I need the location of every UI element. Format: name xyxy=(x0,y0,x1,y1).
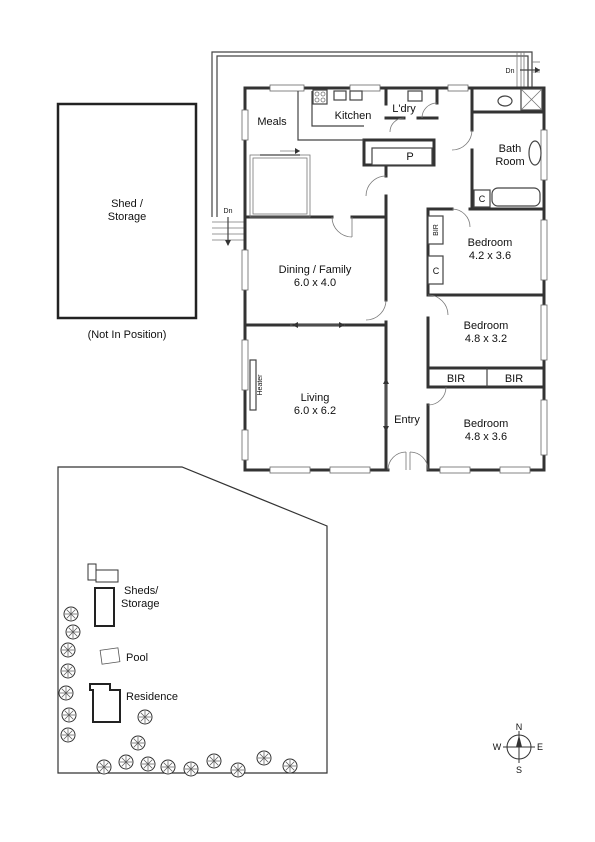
deck-outline: Dn Dn xyxy=(211,51,540,246)
room-labels: Meals Kitchen L'dry P Bath Room C Dining… xyxy=(257,103,524,443)
tree-icon xyxy=(60,642,76,658)
dining-size: 6.0 x 4.0 xyxy=(294,277,336,289)
tree-icon xyxy=(58,685,74,701)
compass-w: W xyxy=(493,742,502,752)
kitchen-label: Kitchen xyxy=(335,110,372,122)
site-residence-label: Residence xyxy=(126,691,178,703)
heater: Heater xyxy=(249,359,264,411)
laundry-label: L'dry xyxy=(392,103,416,115)
shed-label-line2: Storage xyxy=(108,211,147,223)
laundry-trough-icon xyxy=(407,90,423,102)
meals-enclosure xyxy=(249,148,311,218)
site-trees xyxy=(58,606,298,778)
bed1-label: Bedroom xyxy=(468,237,513,249)
tree-icon xyxy=(256,750,272,766)
shed-label-line1: Shed / xyxy=(111,198,144,210)
living-size: 6.0 x 6.2 xyxy=(294,405,336,417)
pantry-box xyxy=(371,147,433,166)
tree-icon xyxy=(206,753,222,769)
bed1-size: 4.2 x 3.6 xyxy=(469,250,511,262)
site-pool: Pool xyxy=(99,647,148,665)
bir-right-label: BIR xyxy=(505,373,523,385)
built-in-robes xyxy=(427,215,444,285)
compass-s: S xyxy=(516,765,522,775)
bath-cupboard xyxy=(473,189,491,208)
tree-icon xyxy=(140,756,156,772)
bed3-size: 4.8 x 3.6 xyxy=(465,431,507,443)
tree-icon xyxy=(60,727,76,743)
tree-icon xyxy=(137,709,153,725)
tree-icon xyxy=(60,663,76,679)
bathroom-fixtures xyxy=(473,88,543,208)
basin-icon xyxy=(528,140,542,166)
sink-icon xyxy=(333,90,347,101)
site-plan: Sheds/ Storage Pool Residence xyxy=(57,466,328,778)
bed2-size: 4.8 x 3.2 xyxy=(465,333,507,345)
site-sheds-label-1: Sheds/ xyxy=(124,585,159,597)
dining-label: Dining / Family xyxy=(279,264,352,276)
pantry-label: P xyxy=(406,151,413,163)
tree-icon xyxy=(96,759,112,775)
stairs-dn-left: Dn xyxy=(224,208,233,215)
site-boundary xyxy=(57,466,328,774)
entry-label: Entry xyxy=(394,414,420,426)
bath-label-line2: Room xyxy=(495,156,524,168)
windows xyxy=(241,84,548,474)
heater-label: Heater xyxy=(257,374,264,396)
laundry-fixtures xyxy=(371,90,433,166)
tree-icon xyxy=(118,754,134,770)
stove-icon xyxy=(312,89,328,105)
site-sheds: Sheds/ Storage xyxy=(87,563,160,627)
tree-icon xyxy=(65,624,81,640)
compass-icon: N S E W xyxy=(493,722,543,775)
site-pool-label: Pool xyxy=(126,652,148,664)
stairs-dn-top: Dn xyxy=(506,68,515,75)
kitchen-fixtures xyxy=(297,89,364,141)
stairs-left: Dn xyxy=(212,208,245,246)
bath-label-line1: Bath xyxy=(499,143,522,155)
compass-n: N xyxy=(516,722,523,732)
bed1-cupboard-box xyxy=(427,255,444,285)
site-residence: Residence xyxy=(89,683,178,723)
bath-cupboard-label: C xyxy=(479,194,486,204)
doors xyxy=(290,102,473,471)
bir-left-label: BIR xyxy=(447,373,465,385)
site-sheds-label-2: Storage xyxy=(121,598,160,610)
bathtub-icon xyxy=(491,187,541,207)
tree-icon xyxy=(160,759,176,775)
bed2-label: Bedroom xyxy=(464,320,509,332)
meals-label: Meals xyxy=(257,116,287,128)
tree-icon xyxy=(63,606,79,622)
tree-icon xyxy=(282,758,298,774)
bed3-label: Bedroom xyxy=(464,418,509,430)
bed1-bir-box xyxy=(427,215,444,245)
living-label: Living xyxy=(301,392,330,404)
bed1-bir-label: BIR xyxy=(433,224,440,236)
tree-icon xyxy=(183,761,199,777)
bed1-cupboard-label: C xyxy=(433,266,440,276)
tree-icon xyxy=(230,762,246,778)
tree-icon xyxy=(61,707,77,723)
shed-storage: Shed / Storage (Not In Position) xyxy=(56,102,198,341)
toilet-icon xyxy=(497,95,513,107)
shed-note: (Not In Position) xyxy=(88,329,167,341)
compass-e: E xyxy=(537,742,543,752)
tree-icon xyxy=(130,735,146,751)
stairs-top-right: Dn xyxy=(506,52,540,88)
